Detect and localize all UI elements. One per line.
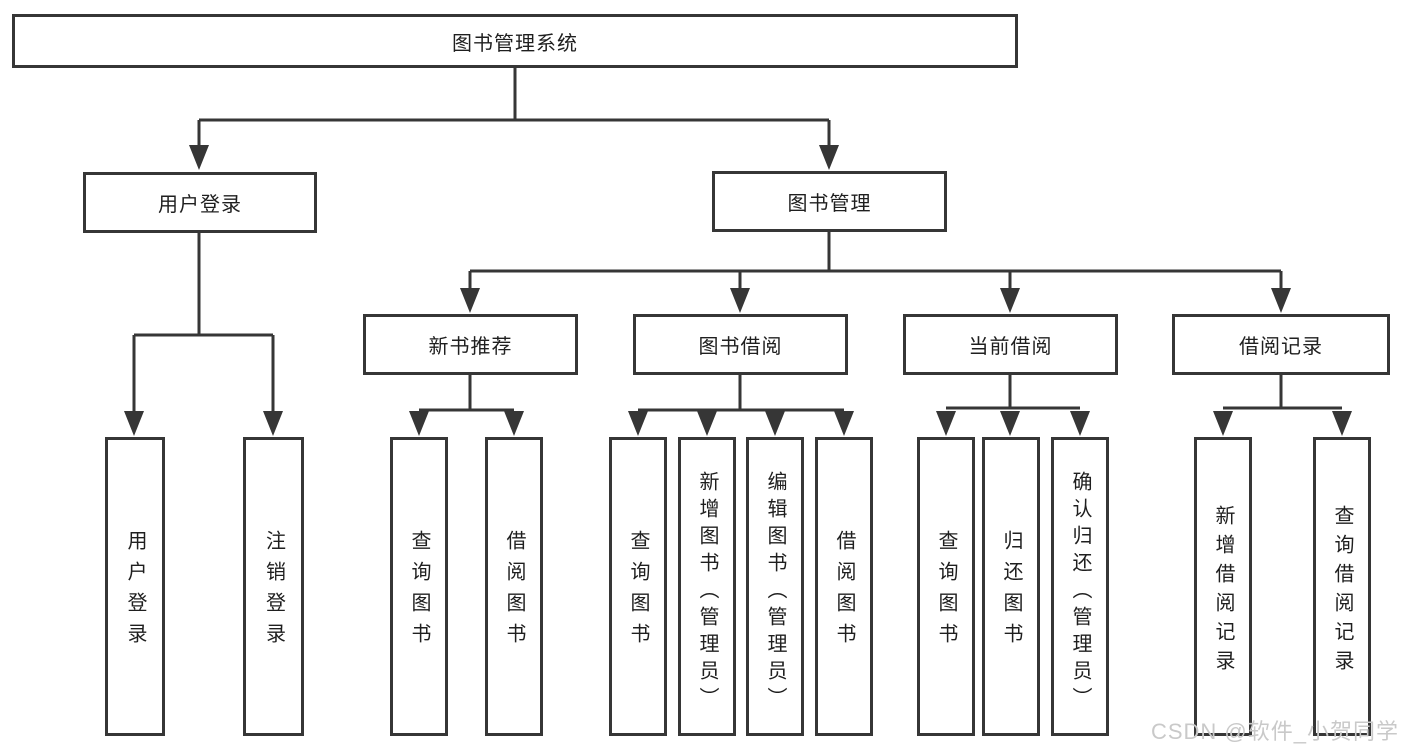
leaf-current-query-book: 查询图书 [917,437,975,736]
leaf-records-query-record-label: 查询借阅记录 [1331,505,1353,679]
leaf-borrow-query-book: 查询图书 [609,437,667,736]
leaf-recommend-query-book-label: 查询图书 [408,530,430,654]
node-borrow-records: 借阅记录 [1172,314,1390,375]
leaf-user-login-label: 用户登录 [124,530,146,654]
connector-currentborrow-to-leaves [936,375,1090,436]
leaf-recommend-query-book: 查询图书 [390,437,448,736]
node-user-login-branch-label: 用户登录 [158,194,242,216]
leaf-records-query-record: 查询借阅记录 [1313,437,1371,736]
leaf-borrow-borrow-book-label: 借阅图书 [833,530,855,654]
connector-root-to-level2 [189,67,839,170]
leaf-borrow-borrow-book: 借阅图书 [815,437,873,736]
leaf-current-confirm-return: 确认归还（管理员） [1051,437,1109,736]
node-root: 图书管理系统 [12,14,1018,68]
leaf-current-return-book-label: 归还图书 [1000,530,1022,654]
leaf-recommend-borrow-book-label: 借阅图书 [503,530,525,654]
leaf-borrow-query-book-label: 查询图书 [627,530,649,654]
leaf-logout-label: 注销登录 [262,530,285,654]
node-root-label: 图书管理系统 [452,32,578,55]
node-current-borrow: 当前借阅 [903,314,1118,375]
connector-bookborrow-to-leaves [628,375,854,436]
connector-bookmgmt-to-level3 [460,232,1291,313]
node-new-book-recommend: 新书推荐 [363,314,578,375]
leaf-records-add-record: 新增借阅记录 [1194,437,1252,736]
leaf-records-add-record-label: 新增借阅记录 [1212,505,1234,679]
leaf-user-login: 用户登录 [105,437,165,736]
connector-userlogin-to-leaves [124,232,283,436]
leaf-logout: 注销登录 [243,437,304,736]
leaf-current-return-book: 归还图书 [982,437,1040,736]
node-book-management-label: 图书管理 [787,193,872,215]
watermark: CSDN @软件_小贺同学 [1150,719,1399,744]
connector-records-to-leaves [1213,375,1352,436]
leaf-borrow-edit-book-label: 编辑图书（管理员） [764,470,786,714]
node-new-book-recommend-label: 新书推荐 [428,336,513,358]
node-book-management: 图书管理 [712,171,947,232]
leaf-borrow-add-book-label: 新增图书（管理员） [696,470,718,714]
node-user-login-branch: 用户登录 [83,172,317,233]
leaf-borrow-add-book: 新增图书（管理员） [678,437,736,736]
leaf-borrow-edit-book: 编辑图书（管理员） [746,437,804,736]
leaf-current-query-book-label: 查询图书 [935,530,957,654]
connector-recommend-to-leaves [409,375,524,436]
node-current-borrow-label: 当前借阅 [968,336,1053,358]
leaf-recommend-borrow-book: 借阅图书 [485,437,543,736]
leaf-current-confirm-return-label: 确认归还（管理员） [1069,470,1091,714]
node-book-borrow-label: 图书借阅 [698,336,783,358]
node-book-borrow: 图书借阅 [633,314,848,375]
node-borrow-records-label: 借阅记录 [1239,336,1323,358]
